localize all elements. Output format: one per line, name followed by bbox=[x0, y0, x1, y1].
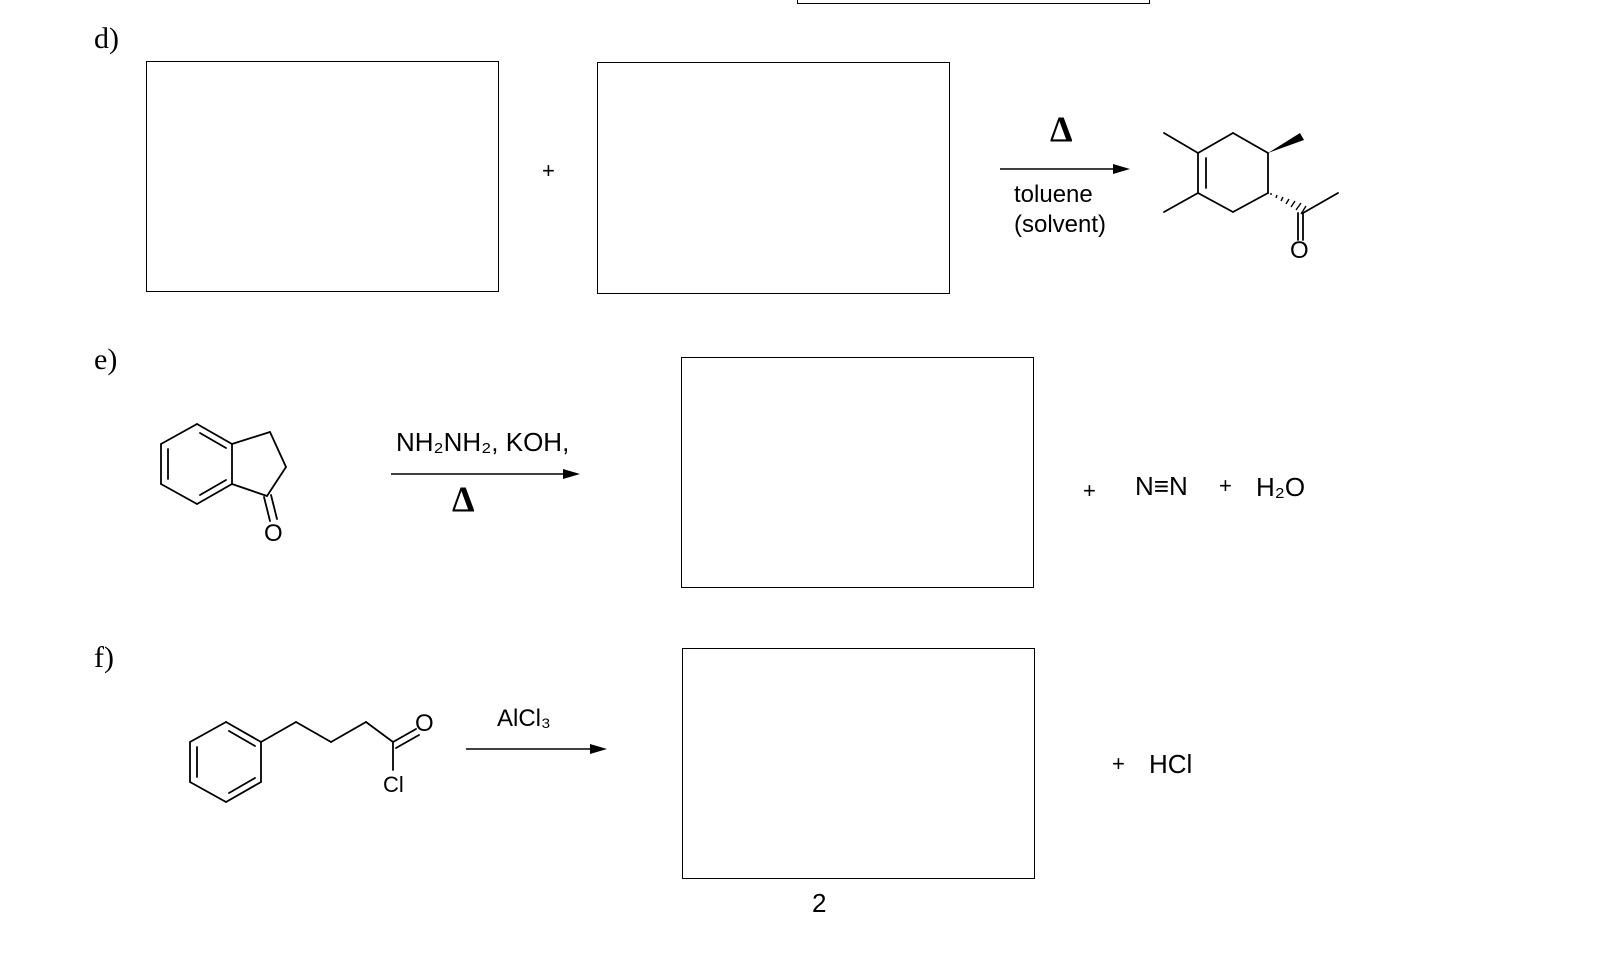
reagent-heat-e: Δ bbox=[452, 479, 475, 519]
reagent-line-top-f: AlCl₃ bbox=[497, 705, 551, 732]
reactant-atom-o-f: O bbox=[415, 710, 434, 737]
problem-label-e: e) bbox=[94, 343, 118, 376]
reactant-atom-cl-f: Cl bbox=[383, 772, 404, 797]
answer-box-d-reactant-2[interactable] bbox=[597, 62, 950, 294]
answer-box-d-reactant-1[interactable] bbox=[146, 61, 499, 292]
reagent-solvent-line1-d: toluene bbox=[1014, 181, 1093, 208]
reagent-line-top-e: NH₂NH₂, KOH, bbox=[396, 427, 570, 457]
reagent-heat-d: Δ bbox=[1050, 109, 1073, 149]
answer-box-e-product[interactable] bbox=[681, 357, 1034, 588]
page-number: 2 bbox=[812, 888, 827, 918]
byproduct-water-e: H₂O bbox=[1256, 472, 1306, 502]
plus-sign-e-2: + bbox=[1219, 473, 1232, 498]
problem-label-d: d) bbox=[94, 22, 119, 55]
reagent-solvent-line2-d: (solvent) bbox=[1014, 211, 1107, 238]
byproduct-nitrogen-e: N≡N bbox=[1135, 471, 1188, 501]
plus-sign-f: + bbox=[1112, 751, 1125, 776]
product-atom-o-d: O bbox=[1290, 237, 1309, 264]
answer-box-f-product[interactable] bbox=[682, 648, 1035, 879]
reactant-atom-o-e: O bbox=[264, 520, 283, 547]
answer-box-previous[interactable] bbox=[797, 0, 1150, 4]
plus-sign-e-1: + bbox=[1083, 478, 1096, 503]
problem-label-f: f) bbox=[94, 641, 114, 674]
byproduct-hcl-f: HCl bbox=[1149, 749, 1193, 779]
plus-sign-d: + bbox=[542, 158, 555, 183]
